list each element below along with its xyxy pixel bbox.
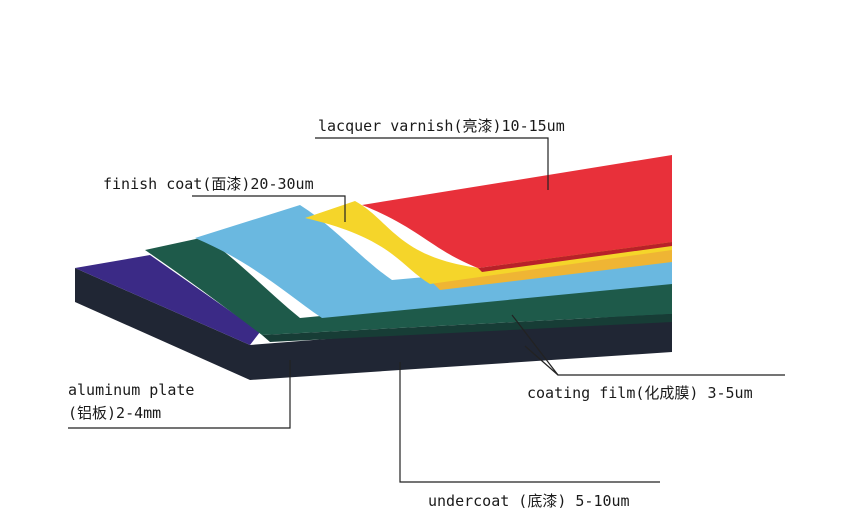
label-lacquer-varnish: lacquer varnish(亮漆)10-15um xyxy=(318,117,565,135)
label-finish-coat: finish coat(面漆)20-30um xyxy=(103,175,314,193)
coating-film-edge xyxy=(262,314,672,342)
label-undercoat: undercoat (底漆) 5-10um xyxy=(428,492,630,510)
lacquer-varnish-layer xyxy=(362,155,672,268)
undercoat-layer xyxy=(195,205,672,318)
leader-finish xyxy=(192,195,346,222)
coating-film-layer xyxy=(145,237,672,335)
label-aluminum-plate-spec: (铝板)2-4mm xyxy=(68,404,162,422)
leader-undercoat xyxy=(399,362,660,483)
lacquer-varnish-edge xyxy=(478,242,672,272)
label-coating-film: coating film(化成膜) 3-5um xyxy=(527,384,753,402)
label-aluminum-plate: aluminum plate xyxy=(68,381,195,399)
leader-aluminum xyxy=(68,360,291,429)
aluminum-plate-front xyxy=(75,268,672,380)
leader-coating-film-branch xyxy=(524,345,559,376)
leader-lines xyxy=(68,137,785,483)
leader-lacquer xyxy=(315,137,549,190)
aluminum-plate-top xyxy=(75,255,260,345)
